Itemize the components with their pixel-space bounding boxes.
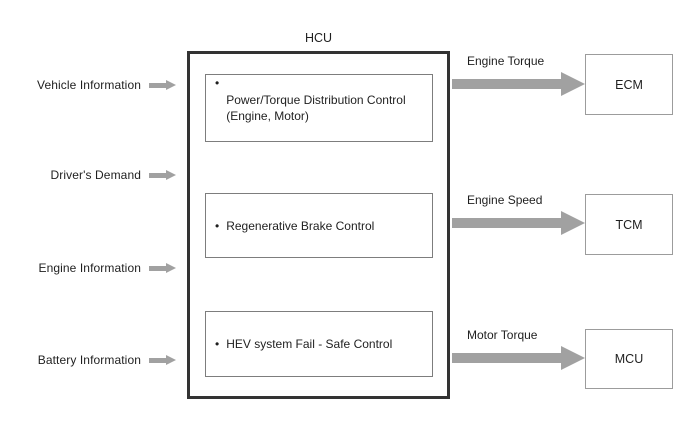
right-arrow-icon: [149, 80, 176, 90]
arrow-shaft: [452, 218, 561, 228]
right-arrow-icon: [452, 72, 585, 96]
right-arrow-icon: [149, 355, 176, 365]
function-box-regenerative-brake: • Regenerative Brake Control: [205, 193, 433, 258]
output-group-motor-torque: Motor Torque: [452, 328, 585, 370]
input-label-vehicle-information: Vehicle Information: [37, 78, 141, 92]
arrow-shaft: [452, 353, 561, 363]
function-line-2: (Engine, Motor): [226, 109, 309, 123]
function-box-hev-fail-safe: • HEV system Fail - Safe Control: [205, 311, 433, 377]
output-group-engine-torque: Engine Torque: [452, 54, 585, 96]
bullet-icon: •: [215, 76, 220, 90]
arrow-shaft: [452, 79, 561, 89]
tcm-box: TCM: [585, 194, 673, 255]
ecm-box: ECM: [585, 54, 673, 115]
input-label-battery-information: Battery Information: [37, 353, 141, 367]
output-label-motor-torque: Motor Torque: [467, 328, 538, 342]
bullet-icon: •: [215, 337, 220, 351]
arrow-shaft: [149, 265, 166, 271]
arrow-head: [561, 346, 585, 370]
arrow-head: [166, 263, 176, 273]
function-text: HEV system Fail - Safe Control: [226, 337, 393, 351]
arrow-head: [166, 170, 176, 180]
function-text: Regenerative Brake Control: [226, 218, 375, 233]
hcu-title: HCU: [304, 31, 333, 45]
input-row-drivers-demand: Driver's Demand: [51, 168, 176, 182]
bullet-icon: •: [215, 218, 220, 233]
arrow-shaft: [149, 172, 166, 178]
arrow-head: [561, 211, 585, 235]
input-row-battery-information: Battery Information: [38, 353, 176, 367]
function-box-power-torque-distribution: • Power/Torque Distribution Control (Eng…: [205, 74, 433, 142]
right-arrow-icon: [149, 170, 176, 180]
hcu-box: • Power/Torque Distribution Control (Eng…: [187, 51, 450, 399]
output-label-engine-speed: Engine Speed: [467, 193, 543, 207]
arrow-head: [166, 355, 176, 365]
right-arrow-icon: [452, 211, 585, 235]
ecm-label: ECM: [615, 77, 643, 92]
arrow-shaft: [149, 357, 166, 363]
function-line-1: Power/Torque Distribution Control: [226, 93, 406, 107]
input-row-vehicle-information: Vehicle Information: [37, 78, 176, 92]
tcm-label: TCM: [615, 217, 643, 232]
function-text: Power/Torque Distribution Control (Engin…: [226, 92, 405, 124]
input-label-engine-information: Engine Information: [38, 261, 141, 275]
arrow-head: [166, 80, 176, 90]
right-arrow-icon: [452, 346, 585, 370]
output-group-engine-speed: Engine Speed: [452, 193, 585, 235]
input-row-engine-information: Engine Information: [38, 261, 176, 275]
output-label-engine-torque: Engine Torque: [467, 54, 545, 68]
mcu-box: MCU: [585, 329, 673, 389]
mcu-label: MCU: [614, 352, 644, 366]
arrow-head: [561, 72, 585, 96]
input-label-drivers-demand: Driver's Demand: [50, 168, 141, 182]
arrow-shaft: [149, 82, 166, 88]
right-arrow-icon: [149, 263, 176, 273]
